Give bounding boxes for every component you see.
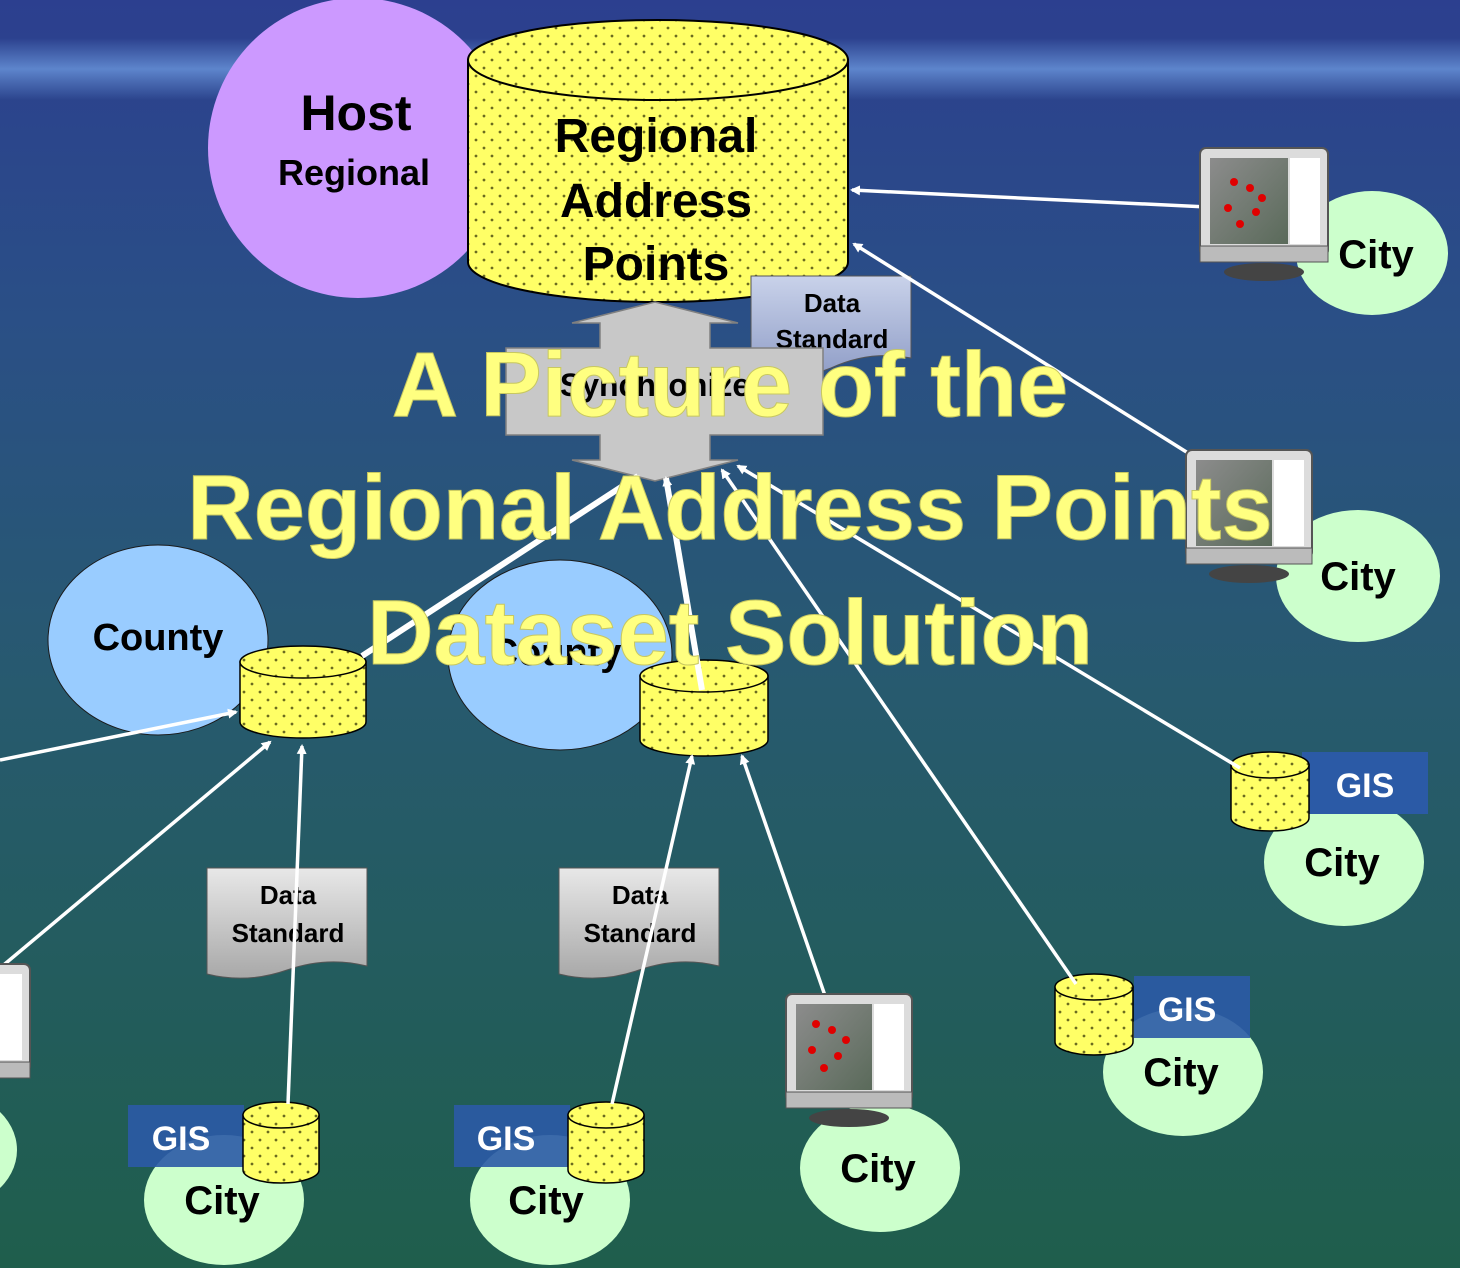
data-standard-left-line2: Standard <box>232 918 345 948</box>
county-left-label: County <box>93 617 224 659</box>
gis-database-3 <box>242 1101 320 1184</box>
arrow-edge-to-county-left <box>0 708 238 762</box>
city-right-2: City <box>1276 510 1440 642</box>
city-edge-left <box>0 1111 17 1189</box>
title-line-1: A Picture of the <box>391 334 1069 436</box>
city-right-3: City <box>1264 798 1424 926</box>
arrow-gis4-to-county-right <box>610 754 696 1105</box>
city-right-3-label: City <box>1304 841 1380 885</box>
city-right-2-label: City <box>1320 555 1396 599</box>
gis-badge-4-label: GIS <box>477 1120 536 1158</box>
county-right: County <box>447 559 673 751</box>
central-database: Regional Address Points <box>467 19 849 303</box>
gis-badge-4: GIS <box>454 1105 570 1167</box>
monitor-icon-1 <box>1199 147 1329 281</box>
host-node: Host Regional <box>208 0 508 298</box>
city-bottom-center: City <box>800 1104 960 1232</box>
city-right-1: City <box>1296 191 1448 315</box>
central-db-line3: Points <box>583 238 730 291</box>
data-standard-right: Data Standard <box>558 867 720 979</box>
arrow-gis2-to-sync <box>720 468 1078 985</box>
gis-database-4 <box>567 1101 645 1184</box>
title-line-2: Regional Address Points <box>187 457 1273 559</box>
arrow-county-right-to-sync <box>662 476 705 691</box>
synchronize-arrow: Synchronize <box>505 301 824 482</box>
data-standard-left-line1: Data <box>260 880 317 910</box>
arrow-county-left-to-sync <box>360 473 640 659</box>
monitor-icon-4 <box>0 963 31 1079</box>
gis-database-2 <box>1054 973 1134 1056</box>
gis-badge-3: GIS <box>128 1105 244 1167</box>
city-bottom-left-label: City <box>184 1179 260 1223</box>
arrow-city2-to-central <box>852 242 1229 480</box>
gis-badge-2-label: GIS <box>1158 991 1217 1029</box>
synchronize-label: Synchronize <box>560 367 750 403</box>
monitor-icon-2 <box>1185 449 1313 583</box>
county-right-label: County <box>491 632 622 674</box>
gis-database-1 <box>1230 751 1310 832</box>
arrow-gis3-to-county-left <box>286 744 307 1105</box>
gis-badge-2: GIS <box>1134 976 1250 1038</box>
city-mid-right-label: City <box>1143 1051 1219 1095</box>
county-left-database <box>239 645 367 739</box>
arrow-left-monitor-to-county-left <box>0 740 272 970</box>
central-db-line2: Address <box>560 175 752 228</box>
county-right-database <box>639 659 769 757</box>
arrow-city1-to-central <box>850 185 1229 210</box>
gis-badge-1-label: GIS <box>1336 767 1395 805</box>
data-standard-top-line1: Data <box>804 288 861 318</box>
city-right-1-label: City <box>1338 233 1414 277</box>
city-mid-right: City <box>1103 1008 1263 1136</box>
host-subtitle: Regional <box>278 152 430 193</box>
gis-badge-3-label: GIS <box>152 1120 211 1158</box>
city-bottom-mid-label: City <box>508 1179 584 1223</box>
city-bottom-center-label: City <box>840 1147 916 1191</box>
connection-arrows <box>0 185 1241 1105</box>
data-standard-left: Data Standard <box>206 867 368 979</box>
county-left: County <box>47 544 269 736</box>
central-db-line1: Regional <box>555 110 758 163</box>
monitor-icon-3 <box>785 993 913 1127</box>
gis-badge-1: GIS <box>1302 752 1428 814</box>
data-standard-right-line2: Standard <box>584 918 697 948</box>
arrow-gis1-to-sync <box>736 464 1241 770</box>
host-title: Host <box>300 85 411 141</box>
title-line-3: Dataset Solution <box>367 582 1094 684</box>
